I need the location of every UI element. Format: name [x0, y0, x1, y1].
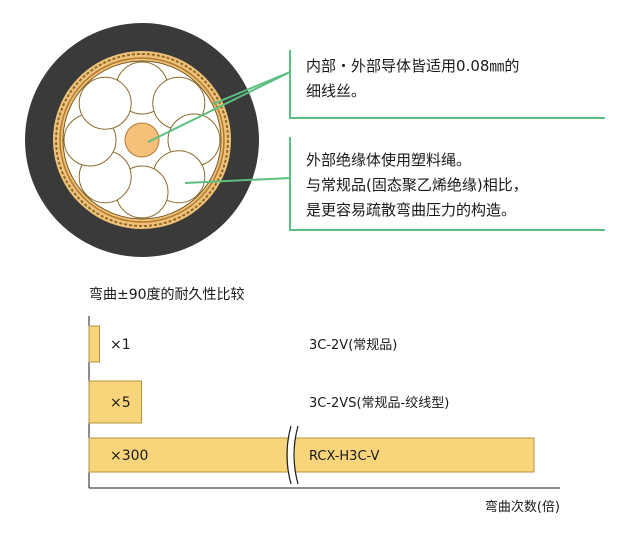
bar-2	[88, 380, 142, 424]
axis-break-line-1	[286, 425, 292, 485]
insulation-callout-line2: 与常规品(固态聚乙烯绝缘)相比，	[306, 176, 528, 194]
bar-category-label-3: RCX-H3C-V	[309, 449, 379, 464]
axis-break-line-2	[293, 425, 299, 485]
bar-category-label-2: 3C-2VS(常规品-绞线型)	[309, 395, 449, 411]
insulation-callout-underline	[289, 137, 605, 231]
axis-break-mark	[286, 425, 299, 485]
chart-bars: ×1 3C-2V(常规品) ×5 3C-2VS(常规品-绞线型) ×300 RCX-H3C…	[88, 325, 535, 473]
x-axis-label: 弯曲次数(倍)	[485, 499, 560, 515]
insulation-callout-line1: 外部绝缘体使用塑料绳。	[306, 151, 472, 169]
plastic-cord-strands	[63, 61, 221, 219]
chart-title: 弯曲±90度的耐久性比较	[89, 287, 245, 303]
conductor-leader-center	[147, 71, 291, 143]
conductor-callout: 内部・外部导体皆适用0.08㎜的 细线丝。	[306, 54, 519, 104]
bar-3	[88, 437, 535, 473]
insulation-callout: 外部绝缘体使用塑料绳。 与常规品(固态聚乙烯绝缘)相比， 是更容易疏散弯曲压力的…	[306, 148, 528, 223]
conductor-callout-line1: 内部・外部导体皆适用0.08㎜的	[306, 57, 520, 75]
shield-braid-ring	[55, 53, 229, 227]
insulation-callout-line3: 是更容易疏散弯曲压力的构造。	[306, 201, 517, 219]
bar-category-label-1: 3C-2V(常规品)	[309, 338, 397, 353]
durability-chart: ×1 3C-2V(常规品) ×5 3C-2VS(常规品-绞线型) ×300 RCX-H3C…	[88, 316, 560, 515]
cable-cross-section	[25, 23, 259, 257]
strand	[78, 76, 132, 130]
bar-value-label-2: ×5	[110, 395, 131, 411]
center-conductor	[124, 122, 160, 158]
shield-braid-inner	[59, 57, 225, 223]
bar-value-label-1: ×1	[110, 337, 131, 353]
callout-lines	[147, 50, 605, 231]
conductor-callout-line2: 细线丝。	[306, 82, 367, 100]
bar-1	[88, 325, 100, 363]
insulation-leader	[184, 177, 291, 184]
bar-value-label-3: ×300	[110, 448, 148, 464]
axis-break-gap	[288, 436, 295, 474]
